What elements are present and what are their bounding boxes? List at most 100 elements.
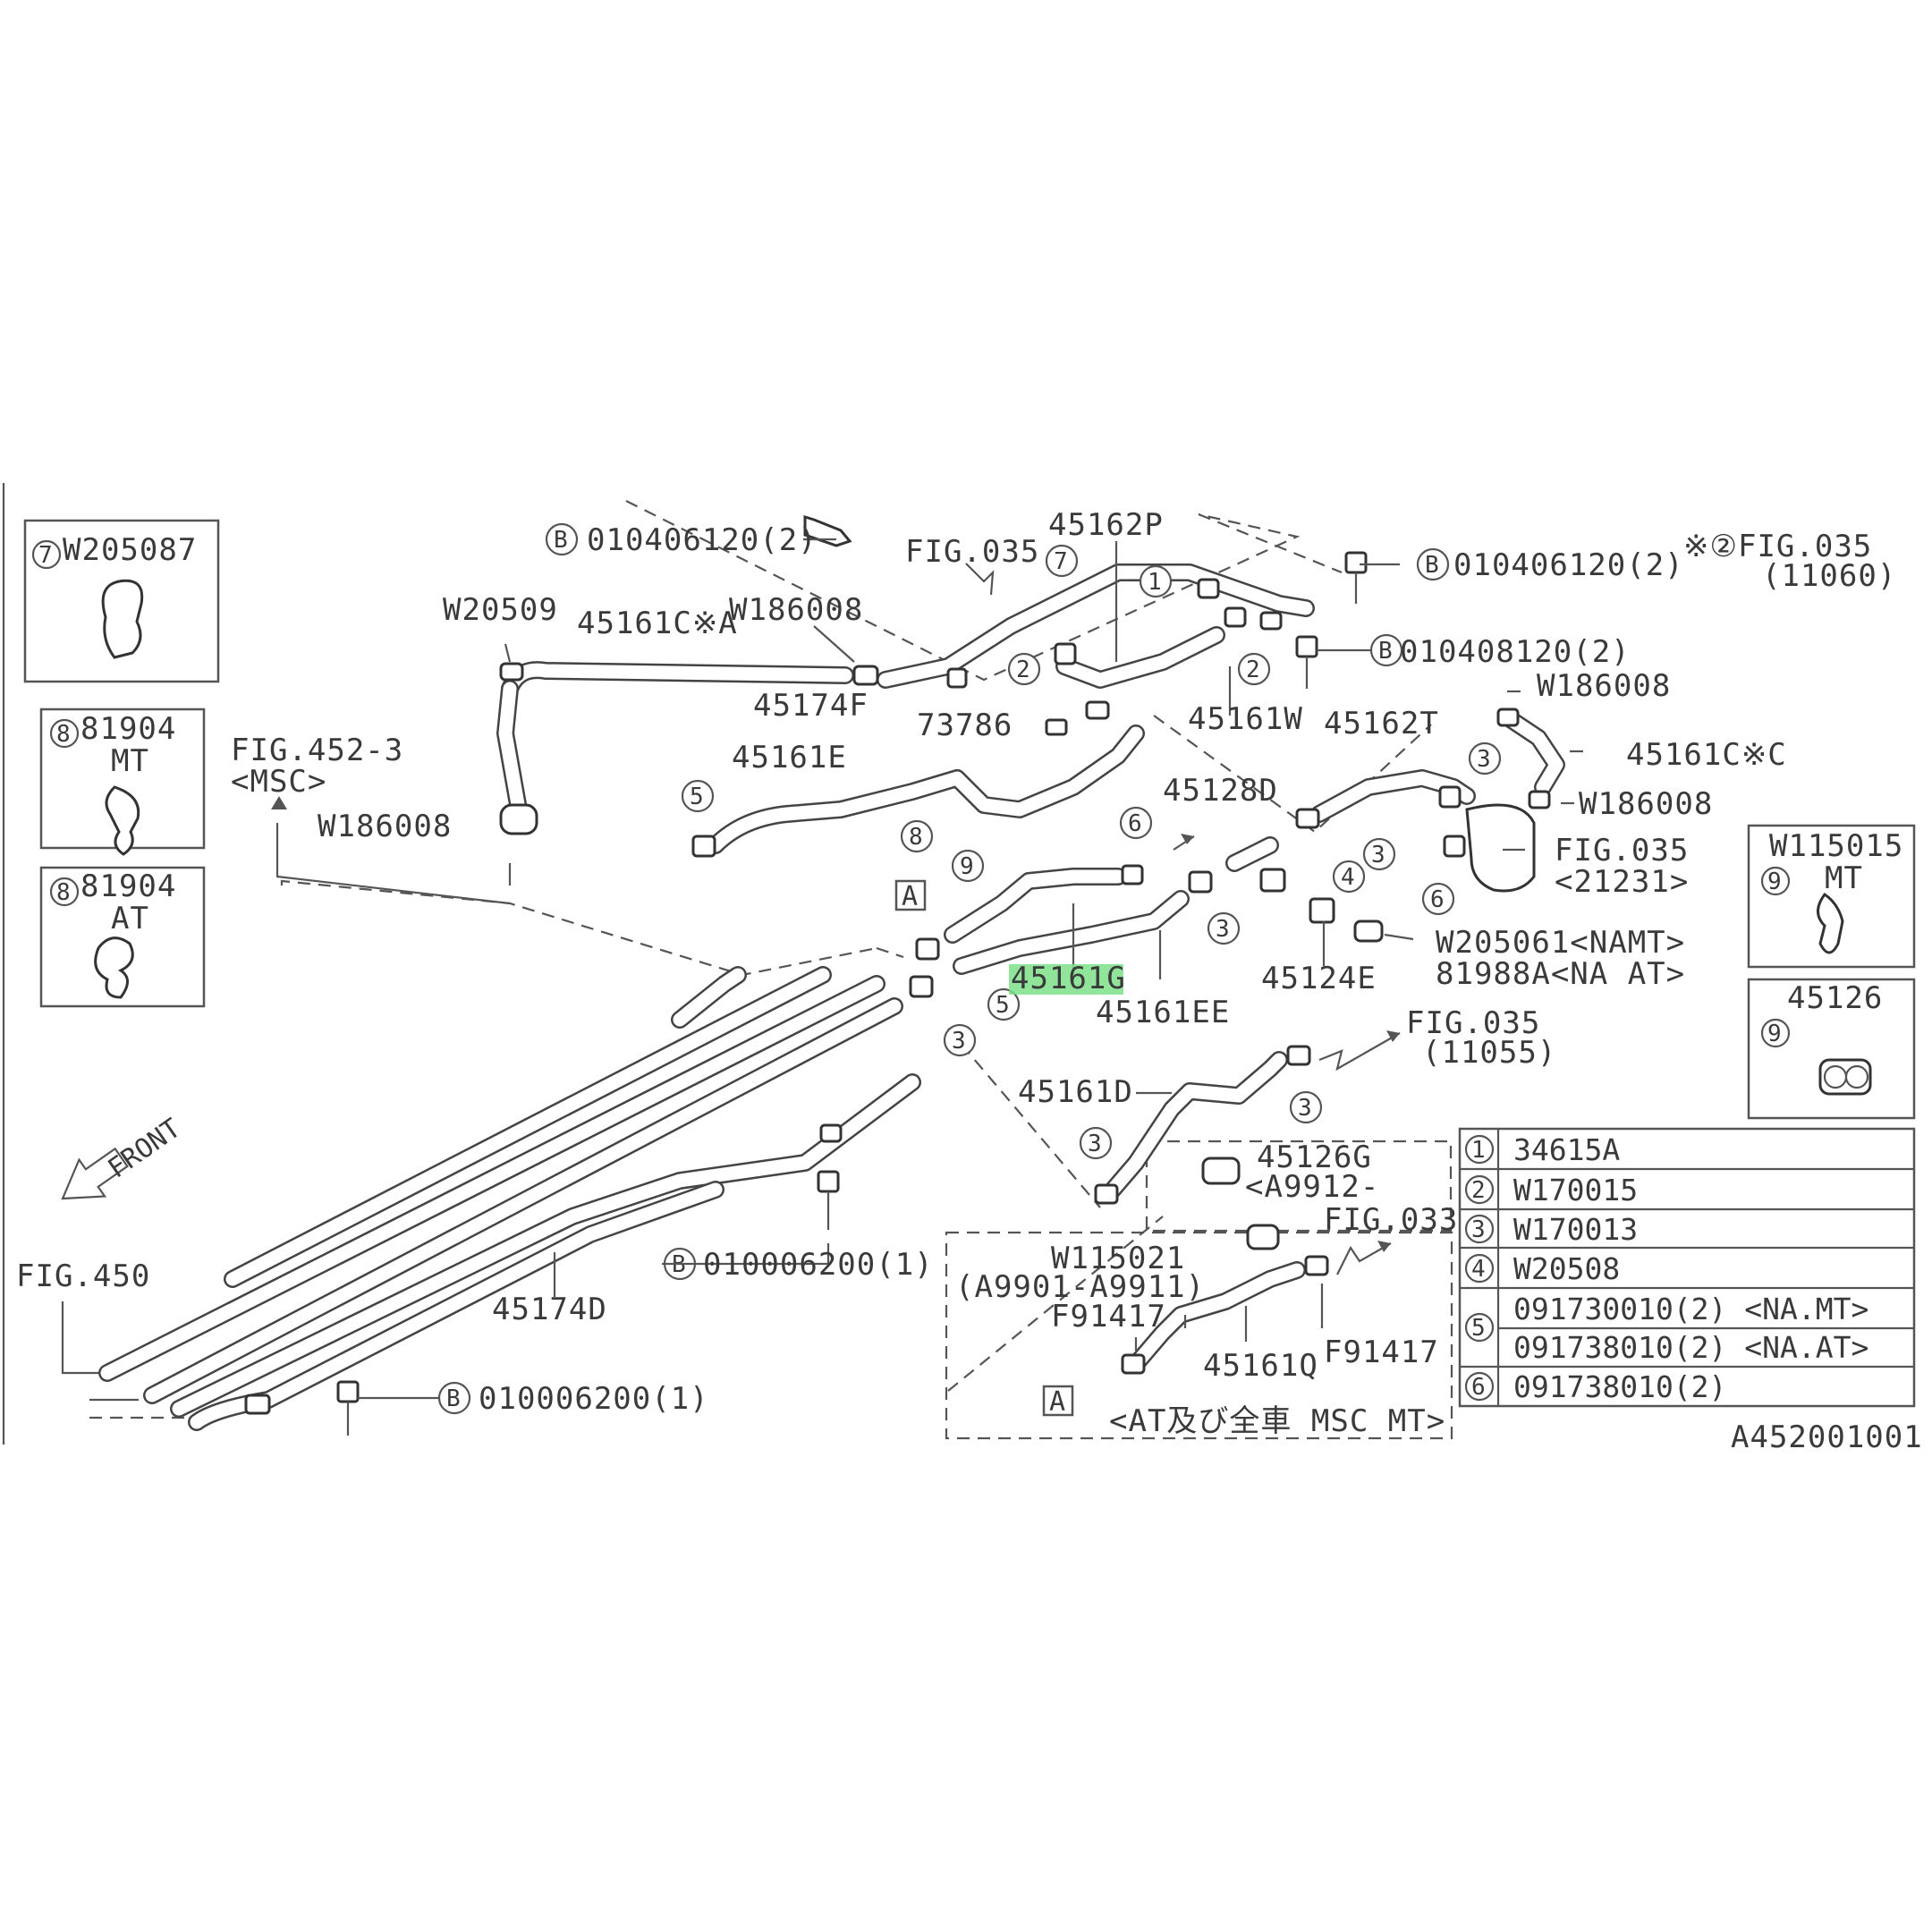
inset-81904-at[interactable]: 8 81904 AT [39,866,206,1008]
label-w186008: W186008 [729,592,863,628]
table-row-code: W20508 [1513,1251,1620,1286]
label-fig035: FIG.035 [905,534,1039,570]
label-45174f: 45174F [753,688,869,724]
reservoir-tank[interactable] [1465,803,1536,893]
label-bolt-010406120-right: 010406120(2) [1453,547,1684,583]
label-45161cc: 45161C※C [1626,737,1787,773]
svg-text:7: 7 [1054,548,1068,575]
label-fig035-11060: ※②FIG.035 [1683,529,1872,564]
hose-45161ca[interactable] [496,661,854,818]
svg-text:3: 3 [1088,1131,1102,1157]
table-row-number: 3 [1471,1216,1486,1243]
hose-45161c-c[interactable] [1503,711,1565,796]
label-fig035-21231: FIG.035 [1555,833,1689,869]
label-45161g: 45161G [1011,961,1126,996]
callout-markers: 7 1 2 2 3 5 8 9 6 3 4 6 3 5 3 3 3 [681,544,1502,1160]
table-row-code: W170015 [1513,1173,1638,1208]
hose-45161q[interactable] [1127,1261,1306,1373]
parts-table: 1 34615A 2 W170015 3 W170013 4 W20508 5 … [1458,1127,1916,1408]
svg-text:3: 3 [1298,1095,1312,1122]
table-row-code: 34615A [1513,1132,1620,1167]
clip-icon [105,785,140,856]
inset-81904-at-variant: AT [111,901,149,936]
table-row-code-alt: 091738010(2) <NA.AT> [1513,1330,1868,1365]
label-w205061: W205061<NAMT> [1436,925,1685,961]
table-row-code: 091730010(2) <NA.MT> [1513,1292,1868,1326]
label-w20509: W20509 [443,592,558,628]
hose-45161ee[interactable] [953,890,1190,975]
clip-icon [101,579,144,659]
ref-box-a: A A [894,879,1074,1418]
arrow-icon [271,563,1401,1275]
label-45128d: 45128D [1163,773,1278,809]
table-row-number: 1 [1471,1137,1486,1164]
label-45126g-range: <A9912- [1245,1169,1379,1205]
table-row[interactable]: 1 34615A [1464,1132,1620,1167]
table-row[interactable]: 5 091730010(2) <NA.MT> 091738010(2) <NA.… [1464,1292,1868,1365]
hose-45161g[interactable] [944,868,1127,944]
hose-45161d[interactable] [1100,1051,1288,1203]
label-fig035-21231-ref: <21231> [1555,864,1689,900]
svg-text:5: 5 [996,992,1010,1019]
table-row[interactable]: 4 W20508 [1464,1251,1620,1286]
svg-text:8: 8 [909,824,923,851]
svg-text:2: 2 [1016,657,1030,683]
table-row-number: 6 [1471,1374,1486,1401]
svg-text:B: B [446,1385,461,1412]
table-row-code: W170013 [1513,1212,1638,1247]
inset-81904-mt-code: 81904 [80,711,176,747]
label-45161q: 45161Q [1203,1348,1318,1384]
label-fig450: FIG.450 [16,1258,150,1294]
inset-81904-mt[interactable]: 8 81904 MT [39,708,206,856]
label-45174d: 45174D [492,1292,607,1327]
svg-text:B: B [1378,638,1393,665]
inset-w115015[interactable]: W115015 9 MT [1747,824,1916,969]
inset-81904-at-code: 81904 [80,869,176,904]
label-45161ee: 45161EE [1096,995,1230,1030]
inset-w205087[interactable]: 7 W205087 [23,519,220,683]
table-row[interactable]: 2 W170015 [1464,1173,1638,1208]
label-f91417: F91417 [1051,1299,1166,1335]
svg-text:1: 1 [1148,569,1162,596]
svg-text:3: 3 [1216,916,1230,943]
label-45161w: 45161W [1188,701,1303,737]
hose-45161e[interactable] [707,724,1145,854]
label-bolt-010408120: 010408120(2) [1400,634,1631,670]
inset-81904-mt-variant: MT [111,743,149,779]
clip-icon [1817,892,1844,954]
label-73786: 73786 [917,708,1013,743]
label-45124e: 45124E [1261,961,1377,996]
inset-45126-code: 45126 [1787,980,1883,1016]
svg-text:3: 3 [952,1028,966,1055]
hose-45128d[interactable] [1225,836,1279,872]
label-f91417: F91417 [1324,1335,1439,1370]
label-fig452-msc: <MSC> [231,764,326,800]
clip-icon [94,936,134,999]
label-bolt-010006200-bottom: 010006200(1) [479,1381,709,1417]
svg-text:4: 4 [1341,864,1355,891]
leader-lines [61,538,1583,1402]
label-bolt-010006200: 010006200(1) [703,1247,934,1283]
label-w186008: W186008 [318,809,452,844]
svg-text:3: 3 [1371,842,1385,869]
label-w115021-range: (A9901-A9911) [955,1269,1205,1305]
label-fig035-11055: FIG.035 [1406,1005,1540,1041]
table-row[interactable]: 3 W170013 [1464,1212,1638,1247]
clamp-hardware [244,578,1551,1415]
label-81988a: 81988A<NA AT> [1436,956,1685,992]
inset-w115015-variant: MT [1825,860,1863,896]
bolt-icon [336,514,1368,1436]
label-45162t: 45162T [1324,706,1439,741]
svg-text:6: 6 [1128,810,1142,837]
label-w115021: W115021 [1051,1241,1185,1276]
hose-45162p[interactable] [877,564,1315,689]
table-row[interactable]: 6 091738010(2) [1464,1369,1726,1404]
inset-45126[interactable]: 45126 9 [1747,978,1916,1120]
table-row-number: 2 [1471,1177,1486,1204]
front-arrow-icon [61,1147,129,1200]
table-row-number: 4 [1471,1256,1486,1283]
label-45161ca: 45161C※A [577,606,738,641]
svg-text:B: B [554,527,568,554]
pipe-bundle-45174d[interactable] [98,966,921,1431]
svg-text:5: 5 [690,784,704,810]
